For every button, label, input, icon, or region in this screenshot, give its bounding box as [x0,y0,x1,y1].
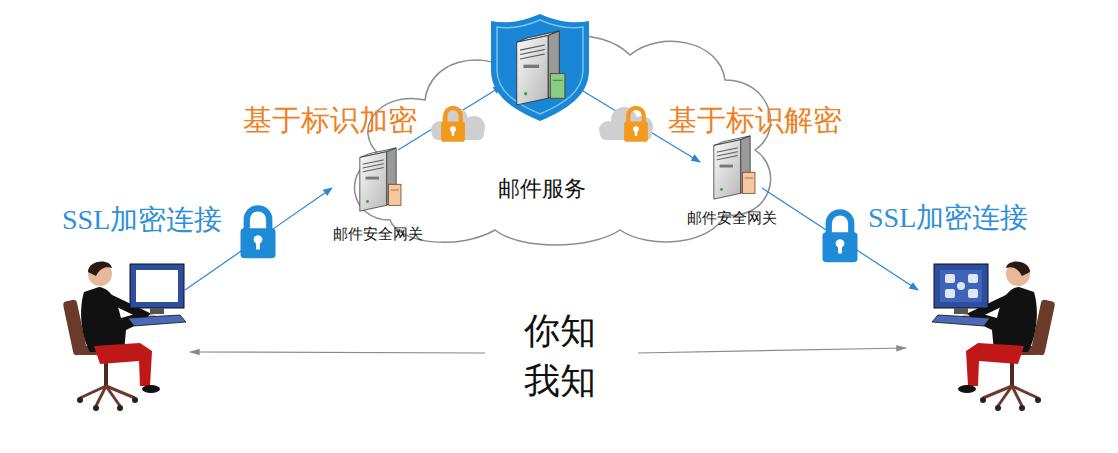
office-chair [980,299,1055,411]
ssl-label: SSL加密连接 [868,201,1028,235]
pointer-arrow [190,352,485,353]
gateway-server: 邮件安全网关 [672,134,792,228]
lock-icon [823,212,858,262]
person-head [88,262,112,286]
person-shoe [958,385,976,393]
person-shoe [142,385,160,393]
gateway-label: 邮件安全网关 [318,225,438,244]
server-symbol [360,148,401,211]
lock-icon [241,208,276,258]
server-outline [354,146,402,213]
office-chair [63,299,138,411]
user-figure [932,262,1055,411]
person-body [975,287,1037,352]
gateway-label: 邮件安全网关 [672,209,792,228]
shared-knowledge-note: 你知 我知 [512,306,608,406]
ssl-label: SSL加密连接 [62,203,222,237]
person-body [81,287,143,352]
person-hand [962,314,970,322]
person-arm [968,296,1014,318]
person-legs [94,343,152,386]
person-hair [88,262,112,276]
person-hair [1006,262,1030,276]
computer-symbol [128,264,186,326]
computer-symbol [932,264,990,326]
person-arm [104,296,150,318]
person-hand [148,314,156,322]
flow-arrow [185,188,332,290]
gateway-server: 邮件安全网关 [318,146,438,244]
service-title: 邮件服务 [498,176,586,202]
person-legs [966,343,1024,386]
person-head [1006,262,1030,286]
server-outline [708,134,756,201]
pointer-arrow [638,348,906,353]
decrypt-label: 基于标识解密 [668,103,842,138]
encrypt-label: 基于标识加密 [243,103,417,138]
server-symbol [714,136,755,199]
user-figure [63,262,186,411]
